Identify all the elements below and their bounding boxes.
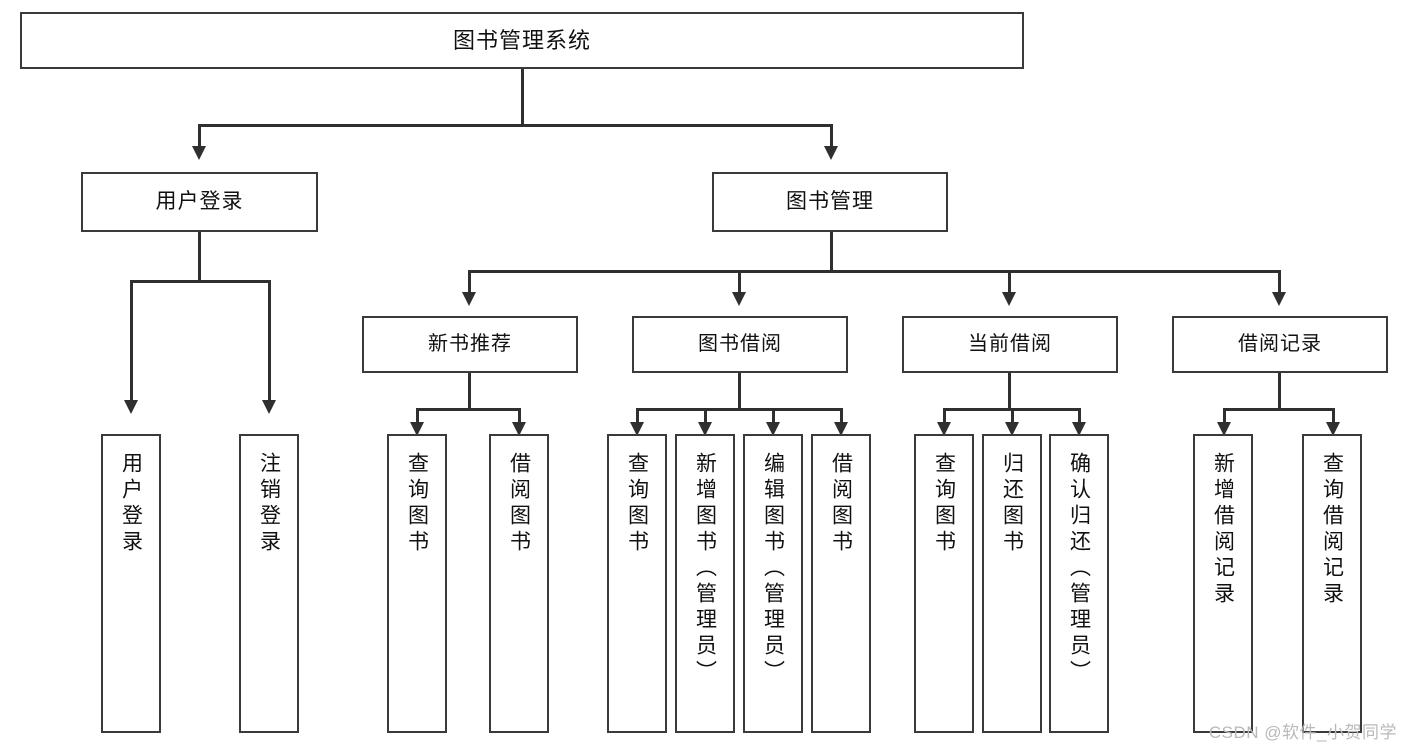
node-leaf-query-book-3-label: 查询图书	[932, 452, 956, 556]
connector-root-stem	[521, 69, 524, 124]
node-leaf-query-book-1[interactable]: 查询图书	[387, 434, 447, 733]
watermark-text: CSDN @软件_小贺同学	[1208, 723, 1397, 742]
arrow-book-manage-l3-2	[732, 292, 746, 306]
arrow-current-leaf-1	[937, 422, 951, 436]
connector-recommend-bus	[416, 408, 521, 411]
node-leaf-confirm-return-label: 确认归还（管理员）	[1067, 452, 1091, 686]
node-leaf-query-book-2[interactable]: 查询图书	[607, 434, 667, 733]
connector-borrow-drop-1	[636, 408, 639, 422]
arrow-book-manage-l3-1	[462, 292, 476, 306]
connector-borrow-bus	[636, 408, 842, 411]
node-leaf-add-record[interactable]: 新增借阅记录	[1193, 434, 1253, 733]
connector-record-drop-1	[1223, 408, 1226, 422]
connector-current-drop-3	[1078, 408, 1081, 422]
connector-user-login-drop-2	[268, 280, 271, 400]
connector-current-drop-2	[1011, 408, 1014, 422]
node-leaf-query-book-2-label: 查询图书	[625, 452, 649, 556]
connector-record-bus	[1223, 408, 1335, 411]
node-leaf-edit-book-label: 编辑图书（管理员）	[761, 452, 785, 686]
node-leaf-borrow-book-1-label: 借阅图书	[507, 452, 531, 556]
node-new-book-recommend-label: 新书推荐	[428, 333, 512, 355]
connector-book-manage-drop-3	[1008, 270, 1011, 292]
arrow-borrow-leaf-3	[766, 422, 780, 436]
node-leaf-borrow-book-2[interactable]: 借阅图书	[811, 434, 871, 733]
node-leaf-query-book-3[interactable]: 查询图书	[914, 434, 974, 733]
connector-borrow-drop-4	[840, 408, 843, 422]
node-leaf-user-login-label: 用户登录	[119, 452, 143, 556]
node-leaf-logout[interactable]: 注销登录	[239, 434, 299, 733]
arrow-current-leaf-2	[1005, 422, 1019, 436]
connector-borrow-drop-3	[772, 408, 775, 422]
node-leaf-borrow-book-1[interactable]: 借阅图书	[489, 434, 549, 733]
connector-borrow-drop-2	[704, 408, 707, 422]
connector-root-to-user-login	[198, 124, 201, 146]
node-leaf-confirm-return[interactable]: 确认归还（管理员）	[1049, 434, 1109, 733]
arrow-root-to-user-login	[192, 146, 206, 160]
connector-book-manage-drop-4	[1278, 270, 1281, 292]
node-current-borrow[interactable]: 当前借阅	[902, 316, 1118, 373]
arrow-recommend-leaf-2	[512, 422, 526, 436]
connector-current-stem	[1008, 373, 1011, 408]
connector-record-stem	[1278, 373, 1281, 408]
arrow-book-manage-l3-4	[1272, 292, 1286, 306]
connector-root-bus	[198, 124, 832, 127]
arrow-current-leaf-3	[1072, 422, 1086, 436]
node-borrow-record[interactable]: 借阅记录	[1172, 316, 1388, 373]
arrow-root-to-book-manage	[824, 146, 838, 160]
node-leaf-add-book[interactable]: 新增图书（管理员）	[675, 434, 735, 733]
arrow-user-login-leaf-2	[262, 400, 276, 414]
connector-recommend-drop-2	[518, 408, 521, 422]
connector-borrow-stem	[738, 373, 741, 408]
node-leaf-return-book-label: 归还图书	[1000, 452, 1024, 556]
node-root-system-label: 图书管理系统	[452, 27, 591, 53]
node-leaf-query-record[interactable]: 查询借阅记录	[1302, 434, 1362, 733]
node-leaf-add-record-label: 新增借阅记录	[1211, 452, 1235, 608]
node-book-borrow-label: 图书借阅	[698, 333, 782, 355]
node-leaf-add-book-label: 新增图书（管理员）	[693, 452, 717, 686]
connector-book-manage-drop-2	[738, 270, 741, 292]
connector-record-drop-2	[1332, 408, 1335, 422]
connector-root-to-book-manage	[830, 124, 833, 146]
connector-user-login-bus	[130, 280, 270, 283]
connector-recommend-stem	[468, 373, 471, 408]
node-current-borrow-label: 当前借阅	[968, 333, 1052, 355]
node-leaf-edit-book[interactable]: 编辑图书（管理员）	[743, 434, 803, 733]
node-root-system[interactable]: 图书管理系统	[20, 12, 1024, 69]
arrow-borrow-leaf-4	[834, 422, 848, 436]
node-book-manage[interactable]: 图书管理	[712, 172, 948, 232]
connector-book-manage-bus	[468, 270, 1280, 273]
node-leaf-query-record-label: 查询借阅记录	[1320, 452, 1344, 608]
arrow-book-manage-l3-3	[1002, 292, 1016, 306]
connector-current-drop-1	[943, 408, 946, 422]
node-user-login-label: 用户登录	[155, 189, 244, 213]
node-new-book-recommend[interactable]: 新书推荐	[362, 316, 578, 373]
connector-recommend-drop-1	[416, 408, 419, 422]
arrow-borrow-leaf-1	[630, 422, 644, 436]
connector-user-login-drop-1	[130, 280, 133, 400]
arrow-user-login-leaf-1	[124, 400, 138, 414]
arrow-record-leaf-1	[1217, 422, 1231, 436]
node-leaf-return-book[interactable]: 归还图书	[982, 434, 1042, 733]
node-book-manage-label: 图书管理	[786, 189, 874, 213]
node-user-login[interactable]: 用户登录	[81, 172, 318, 232]
arrow-recommend-leaf-1	[410, 422, 424, 436]
node-leaf-user-login[interactable]: 用户登录	[101, 434, 161, 733]
arrow-record-leaf-2	[1326, 422, 1340, 436]
connector-book-manage-drop-1	[468, 270, 471, 292]
node-leaf-logout-label: 注销登录	[257, 452, 281, 556]
node-borrow-record-label: 借阅记录	[1238, 333, 1322, 355]
arrow-borrow-leaf-2	[698, 422, 712, 436]
connector-user-login-stem	[198, 232, 201, 280]
node-leaf-borrow-book-2-label: 借阅图书	[829, 452, 853, 556]
connector-book-manage-stem	[830, 232, 833, 270]
node-leaf-query-book-1-label: 查询图书	[405, 452, 429, 556]
node-book-borrow[interactable]: 图书借阅	[632, 316, 848, 373]
